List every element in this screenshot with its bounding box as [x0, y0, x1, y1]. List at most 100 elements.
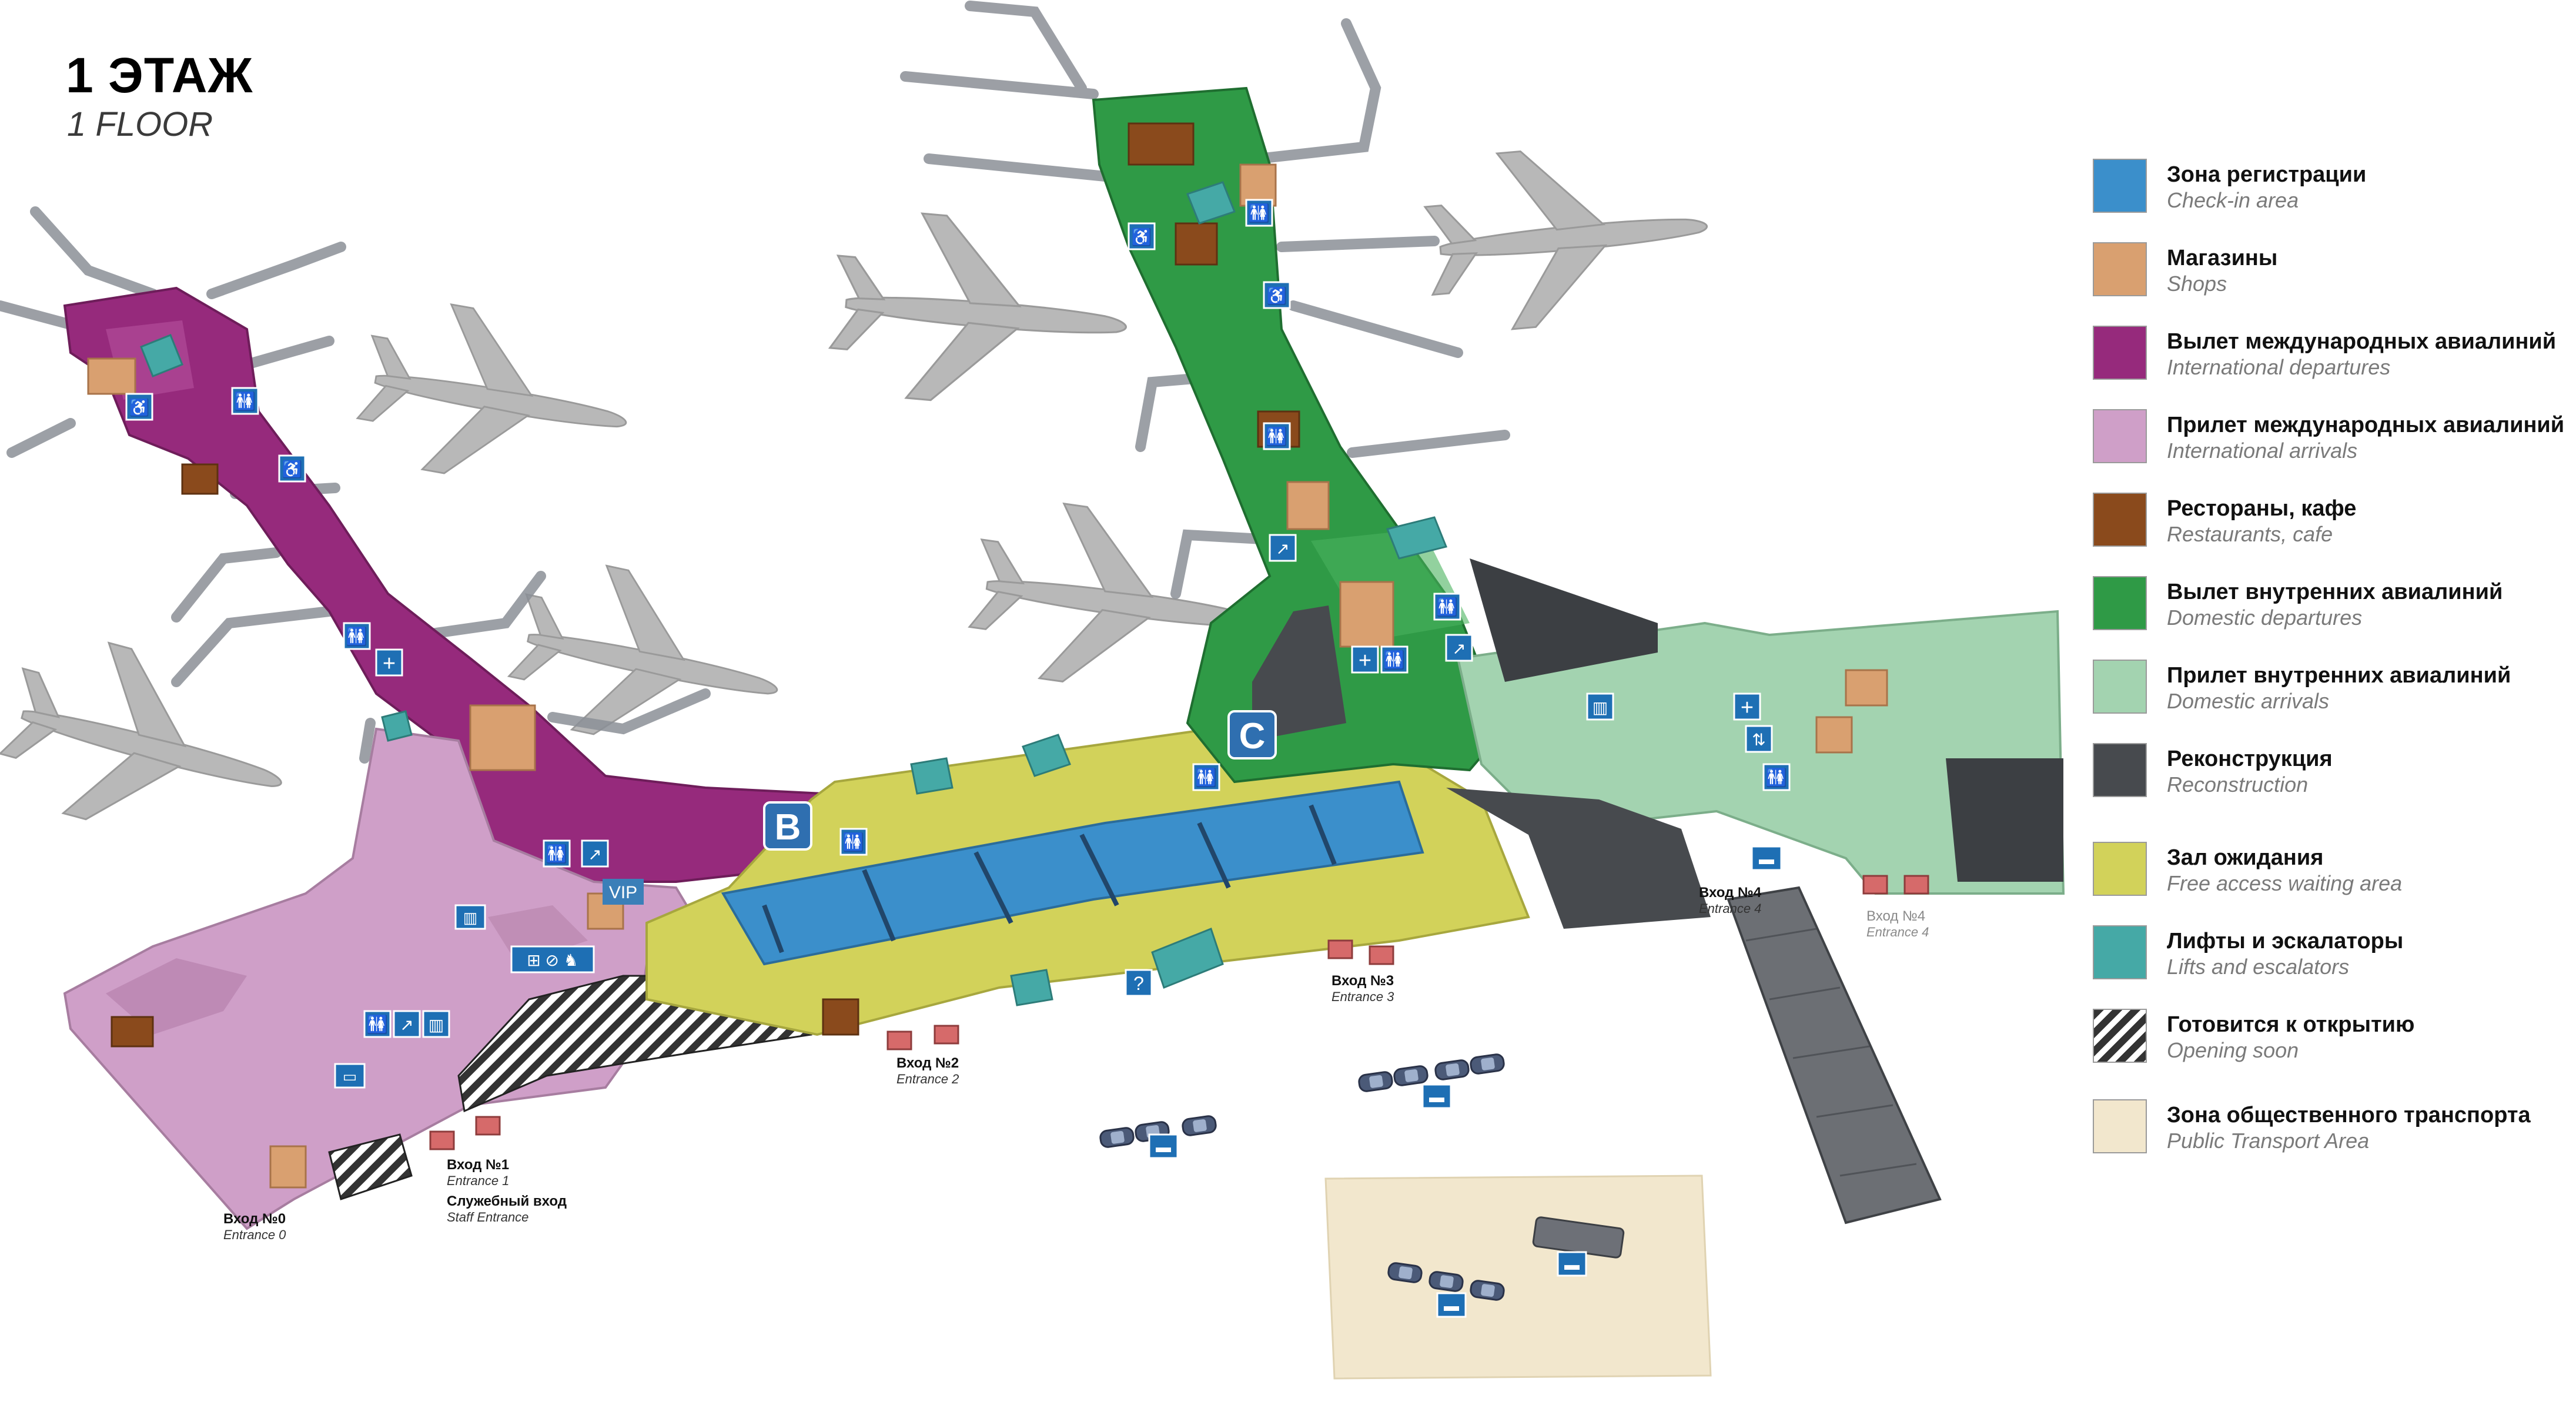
legend-label-ru: Прилет внутренних авиалиний [2167, 663, 2511, 688]
legend-item-check-in: Зона регистрации Check-in area [2093, 159, 2563, 223]
legend-label-en: Public Transport Area [2167, 1129, 2370, 1153]
baggage-icon[interactable]: ▥ [454, 904, 486, 930]
legend-swatch [2093, 493, 2147, 547]
svg-text:♿: ♿ [129, 398, 150, 417]
waiting-seat-icon[interactable]: ♿ [1263, 281, 1291, 309]
legend-label-en: Free access waiting area [2167, 871, 2403, 895]
entrance-4b-en: Entrance 4 [1866, 925, 1929, 939]
escalator-icon[interactable]: ↗ [1269, 534, 1297, 562]
toilet-icon[interactable]: 🚻 [1762, 763, 1791, 791]
taxi-icon[interactable]: ▬ [1436, 1292, 1467, 1318]
waiting-seat-icon[interactable]: ♿ [278, 454, 306, 483]
svg-text:↗: ↗ [1276, 540, 1289, 558]
airplane-icon [1420, 135, 1715, 337]
toilet-icon[interactable]: 🚻 [231, 387, 259, 415]
legend-label-ru: Вылет международных авиалиний [2167, 329, 2557, 354]
svg-text:↗: ↗ [400, 1016, 413, 1034]
toilet-icon[interactable]: 🚻 [363, 1010, 392, 1038]
terminal-b-badge[interactable] [763, 801, 812, 851]
svg-text:🚻: 🚻 [546, 844, 567, 864]
entrance-1-en: Entrance 1 [447, 1173, 510, 1188]
first-aid-icon[interactable]: + [1733, 692, 1761, 721]
toilet-icon[interactable]: 🚻 [1245, 199, 1273, 227]
legend-label-en: Restaurants, cafe [2167, 522, 2333, 546]
pets-icon[interactable]: ⊞ ⊘ ♞ [510, 945, 595, 973]
first-aid-icon[interactable]: + [1351, 645, 1379, 674]
escalator-icon[interactable]: ↗ [581, 839, 609, 868]
legend-label-ru: Реконструкция [2167, 747, 2333, 771]
svg-text:🚻: 🚻 [234, 391, 256, 411]
entrance-3-ru: Вход №3 [1332, 973, 1394, 989]
legend-label-en: Reconstruction [2167, 772, 2309, 797]
escalator-icon[interactable]: ↗ [393, 1010, 421, 1038]
entrance-0-ru: Вход №0 [223, 1211, 286, 1227]
elevator-icon[interactable]: ⇅ [1745, 725, 1773, 753]
bus-icon[interactable]: ▬ [1557, 1251, 1587, 1277]
svg-text:♿: ♿ [1132, 227, 1152, 247]
bus-icon[interactable]: ▬ [1751, 845, 1782, 871]
svg-text:🚻: 🚻 [366, 1014, 388, 1035]
international-departures-zone [63, 286, 837, 883]
svg-text:▥: ▥ [429, 1016, 444, 1034]
terminal-c-badge[interactable] [1227, 710, 1277, 759]
legend-label-en: International arrivals [2167, 439, 2358, 463]
entrance-1-label[interactable]: Вход №1 Entrance 1 [447, 1157, 509, 1189]
legend-label-en: Lifts and escalators [2167, 955, 2350, 979]
svg-text:🚻: 🚻 [346, 626, 367, 647]
jet-bridges [0, 1, 1510, 764]
svg-text:🚻: 🚻 [1383, 650, 1405, 670]
toilet-icon[interactable]: 🚻 [1263, 422, 1291, 450]
baggage-icon[interactable]: ▥ [1586, 692, 1614, 721]
svg-text:🚻: 🚻 [1436, 597, 1458, 617]
floor-subtitle: 1 FLOOR [67, 105, 213, 143]
legend-swatch [2093, 326, 2147, 380]
escalator-icon[interactable]: ↗ [1445, 634, 1473, 662]
check-in-zone [721, 780, 1424, 966]
baggage-icon[interactable]: ▥ [422, 1010, 450, 1038]
staff-entrance-label[interactable]: Служебный вход Staff Entrance [447, 1193, 567, 1225]
entrance-4-en: Entrance 4 [1699, 901, 1762, 916]
entrance-4b-label[interactable]: Вход №4 Entrance 4 [1866, 908, 1929, 940]
svg-text:🚻: 🚻 [1765, 767, 1787, 788]
service-icons: 🚻 ♿ ♿ 🚻 ↗ 🚻 + 🚻 ↗ 🚻 ▥ + ⇅ 🚻 ▬ ♿ 🚻 ♿ 🚻 + … [125, 199, 1791, 1089]
svg-text:🚻: 🚻 [1248, 203, 1270, 223]
toilet-icon[interactable]: 🚻 [839, 828, 868, 856]
entrance-2-label[interactable]: Вход №2 Entrance 2 [896, 1055, 959, 1087]
entrance-4-ru: Вход №4 [1699, 885, 1762, 901]
info-icon[interactable]: ? [1125, 969, 1153, 997]
waiting-seat-icon[interactable]: ♿ [125, 393, 153, 421]
legend-label-ru: Вылет внутренних авиалиний [2167, 580, 2503, 604]
svg-text:↗: ↗ [1452, 640, 1466, 658]
legend-swatch [2093, 925, 2147, 979]
vip-badge[interactable] [603, 879, 644, 905]
toilet-icon[interactable]: 🚻 [1380, 645, 1409, 674]
legend-item-domestic-departures: Вылет внутренних авиалиний Domestic depa… [2093, 576, 2563, 641]
legend-item-opening-soon: Готовится к открытию Opening soon [2093, 1009, 2563, 1073]
toilet-icon[interactable]: 🚻 [1433, 593, 1461, 621]
toilet-icon[interactable]: 🚻 [543, 839, 571, 868]
entrance-0-label[interactable]: Вход №0 Entrance 0 [223, 1211, 286, 1243]
legend-swatch [2093, 743, 2147, 797]
taxi-icon[interactable]: ▬ [1148, 1133, 1179, 1159]
staff-entrance-en: Staff Entrance [447, 1210, 529, 1224]
toilet-icon[interactable]: 🚻 [1192, 763, 1220, 791]
legend-swatch [2093, 159, 2147, 213]
svg-text:+: + [383, 651, 396, 676]
entrance-3-label[interactable]: Вход №3 Entrance 3 [1332, 973, 1394, 1005]
legend-label-ru: Готовится к открытию [2167, 1012, 2415, 1037]
first-aid-icon[interactable]: + [375, 648, 403, 677]
toilet-icon[interactable]: 🚻 [343, 622, 371, 650]
info-desk-icon[interactable]: ▭ [334, 1063, 366, 1089]
legend-item-intl-departures: Вылет международных авиалиний Internatio… [2093, 326, 2563, 390]
taxi-icon[interactable]: ▬ [1421, 1083, 1452, 1109]
entrance-markers [429, 875, 1929, 1150]
international-arrivals-zone [63, 727, 695, 1230]
legend-label-en: Opening soon [2167, 1038, 2299, 1062]
svg-text:▭: ▭ [343, 1068, 357, 1085]
svg-text:↗: ↗ [588, 845, 601, 864]
svg-text:🚻: 🚻 [842, 832, 864, 852]
entrance-2-en: Entrance 2 [896, 1072, 959, 1086]
legend-swatch [2093, 409, 2147, 463]
waiting-seat-icon[interactable]: ♿ [1128, 222, 1156, 250]
entrance-4-label[interactable]: Вход №4 Entrance 4 [1699, 885, 1761, 916]
